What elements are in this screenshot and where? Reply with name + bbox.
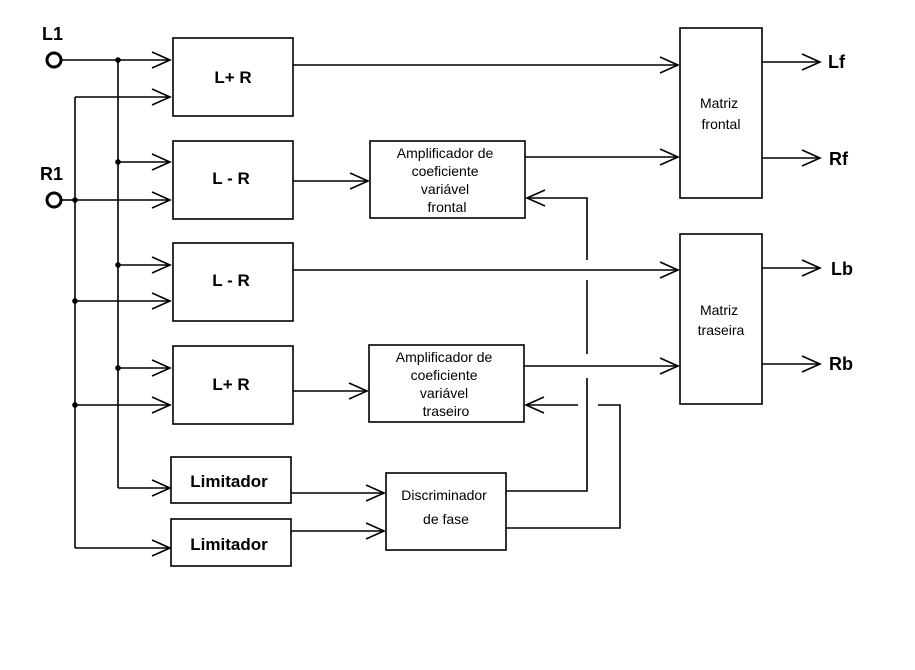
input-l1-terminal	[45, 51, 63, 69]
output-rb-label: Rb	[829, 354, 853, 374]
block-phase-discriminator: Discriminador de fase	[385, 472, 507, 551]
block-sum-bottom-label: L+ R	[212, 375, 249, 394]
block-diff-1: L - R	[172, 140, 294, 220]
block-limiter-2: Limitador	[170, 518, 292, 567]
block-diff-1-label: L - R	[212, 169, 249, 188]
input-bus	[61, 51, 172, 557]
block-sum-top-label: L+ R	[214, 68, 251, 87]
block-sum-top: L+ R	[172, 37, 294, 117]
block-sum-bottom: L+ R	[172, 345, 294, 425]
output-rf-label: Rf	[829, 149, 849, 169]
output-lf-label: Lf	[828, 52, 846, 72]
block-matrix-front-label: Matriz frontal	[700, 95, 742, 132]
block-phase-discriminator-label: Discriminador de fase	[401, 487, 490, 527]
block-amp-front: Amplificador de coeficiente variável fro…	[369, 140, 526, 219]
block-amp-front-label: Amplificador de coeficiente variável fro…	[397, 145, 497, 215]
block-diff-2: L - R	[172, 242, 294, 322]
block-matrix-front: Matriz frontal	[679, 27, 763, 199]
input-l1-label: L1	[42, 24, 63, 44]
block-diff-2-label: L - R	[212, 271, 249, 290]
output-lb-label: Lb	[831, 259, 853, 279]
block-limiter-2-label: Limitador	[190, 535, 268, 554]
input-r1-label: R1	[40, 164, 63, 184]
block-amp-rear-label: Amplificador de coeficiente variável tra…	[396, 349, 496, 419]
block-limiter-1-label: Limitador	[190, 472, 268, 491]
signal-connections	[291, 53, 822, 540]
block-matrix-rear-label: Matriz traseira	[698, 302, 745, 338]
block-limiter-1: Limitador	[170, 456, 292, 504]
block-amp-rear: Amplificador de coeficiente variável tra…	[368, 344, 525, 423]
input-r1-terminal	[45, 191, 63, 209]
block-matrix-rear: Matriz traseira	[679, 233, 763, 405]
